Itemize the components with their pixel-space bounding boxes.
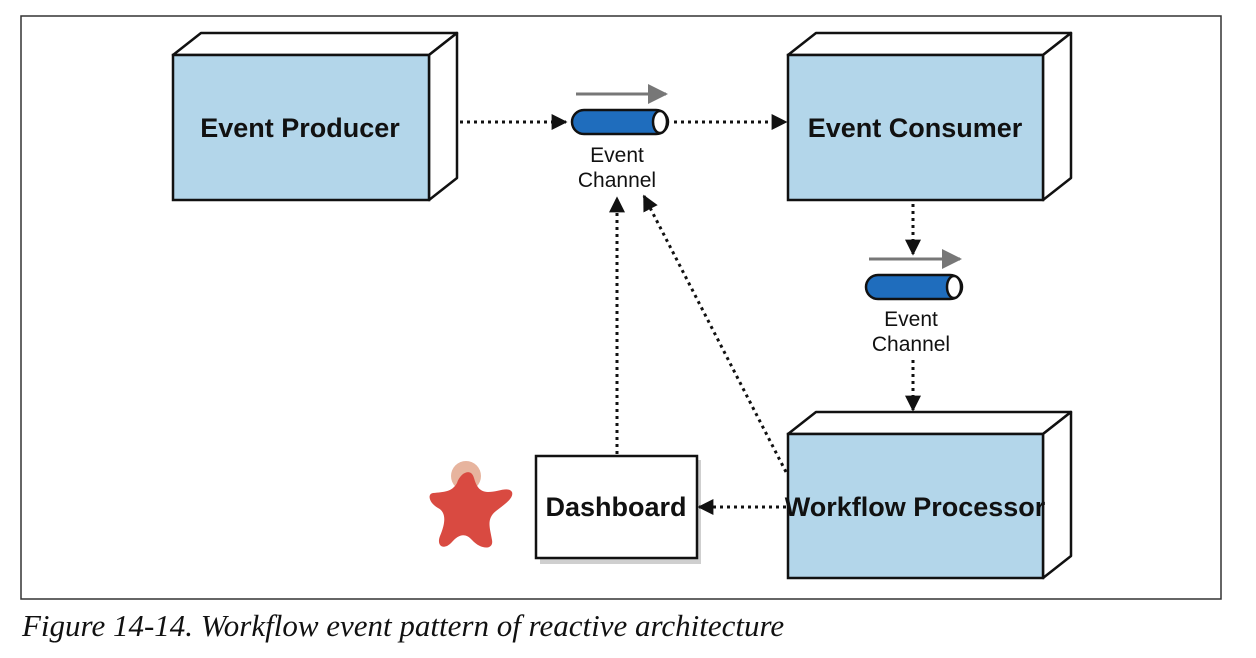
- event-producer-box: Event Producer: [171, 31, 459, 202]
- workflow-processor-label: Workflow Processor: [785, 492, 1046, 522]
- dashboard-box: Dashboard: [534, 454, 701, 564]
- event-channel-top: Event Channel: [570, 84, 670, 192]
- channel-right-label-line1: Event: [884, 308, 938, 331]
- arrow-processor-to-channel: [642, 194, 788, 473]
- dashboard-label: Dashboard: [545, 492, 686, 522]
- event-consumer-label: Event Consumer: [808, 113, 1023, 143]
- event-producer-label: Event Producer: [200, 113, 400, 143]
- channel-pipe-icon: [570, 108, 670, 136]
- channel-top-label-line2: Channel: [578, 169, 656, 192]
- channel-pipe-icon: [864, 273, 964, 301]
- connector-arrows: [460, 114, 921, 515]
- figure-caption: Figure 14-14. Workflow event pattern of …: [22, 608, 785, 643]
- channel-top-label-line1: Event: [590, 144, 644, 167]
- user-person-icon: [429, 461, 513, 548]
- workflow-processor-box: Workflow Processor: [785, 410, 1073, 580]
- event-channel-right: Event Channel: [864, 249, 964, 356]
- event-consumer-box: Event Consumer: [786, 31, 1073, 202]
- channel-right-label-line2: Channel: [872, 333, 950, 356]
